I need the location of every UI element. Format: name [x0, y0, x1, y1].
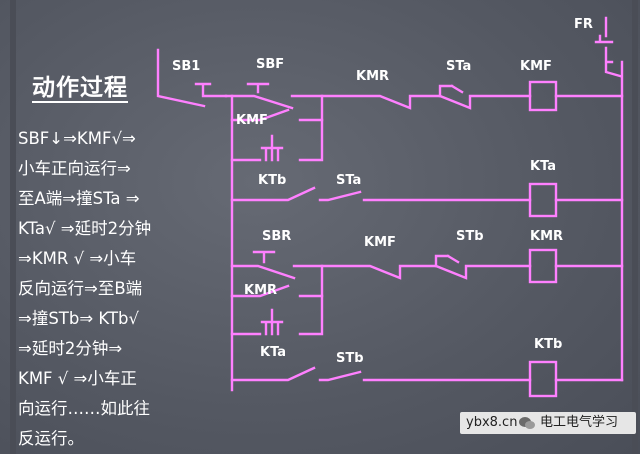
stb-no-label: STb — [336, 351, 364, 366]
process-line: 反向运行⇒至B端 — [18, 279, 143, 298]
rung-4 — [230, 360, 624, 398]
stb-contact-label: STb — [456, 229, 484, 244]
process-line: KMF √ ⇒小车正 — [18, 369, 137, 388]
sbf-label: SBF — [256, 57, 284, 72]
kmf-contact-label: KMF — [364, 235, 396, 250]
process-line: ⇒撞STb⇒ KTb√ — [18, 309, 140, 328]
slide-frame — [10, 0, 638, 454]
sta-contact-label: STa — [446, 59, 471, 74]
kmf-hold-label: KMF — [236, 113, 268, 128]
process-line: ⇒延时2分钟⇒ — [18, 339, 123, 358]
sta-no-label: STa — [336, 173, 361, 188]
page-title: 动作过程 — [32, 74, 128, 101]
rung-3 — [230, 248, 624, 336]
sbr-label: SBR — [262, 229, 291, 244]
kmr-coil-label: KMR — [530, 229, 563, 244]
process-line: 至A端⇒撞STa ⇒ — [18, 189, 140, 208]
right-rail — [594, 16, 624, 382]
rung-1 — [156, 48, 624, 392]
ktb-coil-label: KTb — [534, 337, 562, 352]
process-line: SBF↓⇒KMF√⇒ — [18, 129, 136, 148]
ktb-contact-label: KTb — [258, 173, 286, 188]
rung-2 — [230, 182, 624, 218]
wechat-icon — [519, 417, 535, 429]
kmf-coil-label: KMF — [520, 59, 552, 74]
process-line: KTa√ ⇒延时2分钟 — [18, 219, 152, 238]
kmr-contact-label: KMR — [356, 69, 389, 84]
process-line: ⇒KMR √ ⇒小车 — [18, 249, 137, 268]
watermark-name: 电工电气学习 — [540, 415, 619, 430]
kmr-hold-label: KMR — [244, 283, 277, 298]
process-description: SBF↓⇒KMF√⇒ 小车正向运行⇒ 至A端⇒撞STa ⇒ KTa√ ⇒延时2分… — [18, 124, 228, 454]
process-line: 反运行。 — [18, 429, 84, 448]
watermark-site: ybx8.cn — [466, 415, 518, 430]
kta-coil-label: KTa — [530, 159, 556, 174]
watermark: ybx8.cn 电工电气学习 — [460, 412, 636, 434]
process-line: 小车正向运行⇒ — [18, 159, 131, 178]
fr-label: FR — [574, 17, 593, 32]
sb1-label: SB1 — [172, 59, 200, 74]
kta-contact-label: KTa — [260, 345, 286, 360]
process-line: 向运行……如此往 — [18, 399, 150, 418]
